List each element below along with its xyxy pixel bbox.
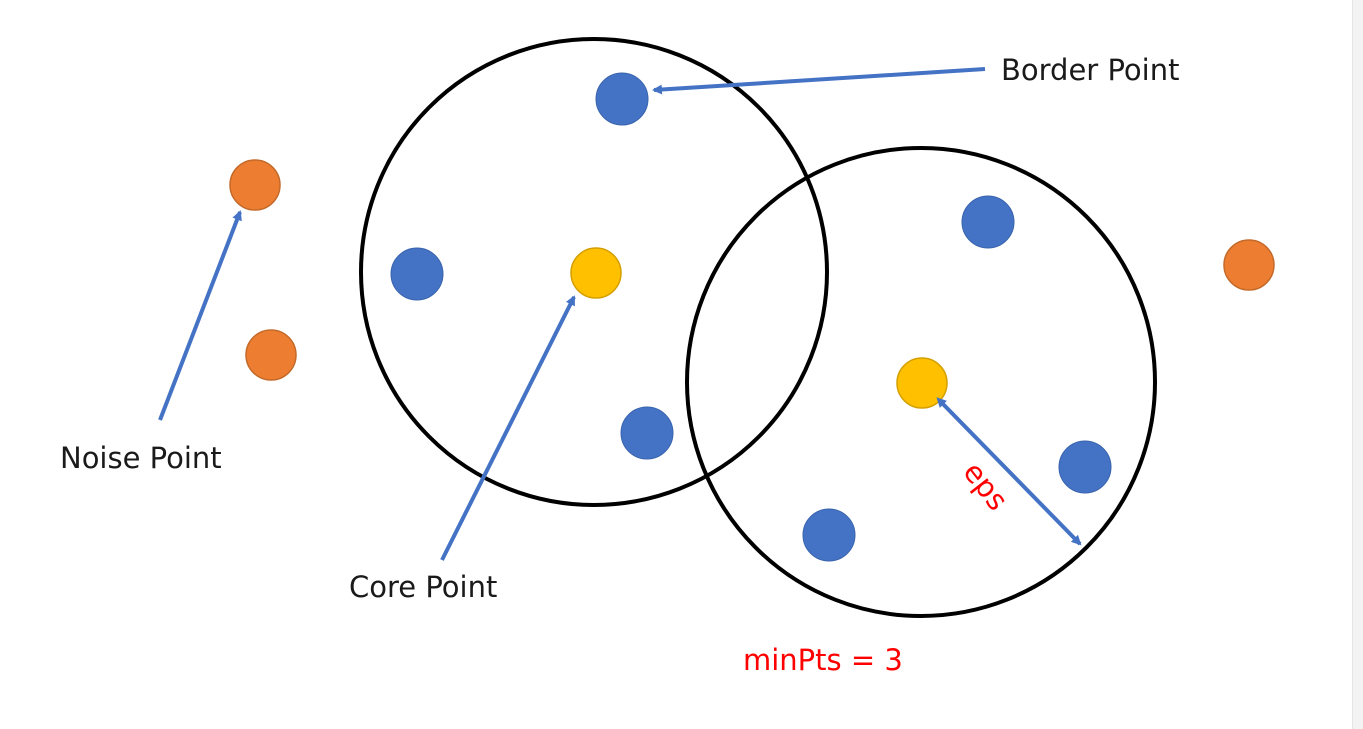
noise-point <box>245 329 297 381</box>
border-point <box>802 508 856 562</box>
eps-label: eps <box>956 455 1014 516</box>
scrollbar-track[interactable] <box>1352 0 1363 729</box>
border-point <box>390 247 444 301</box>
eps-neighborhood-circle-right <box>685 146 1157 618</box>
border-point-arrow <box>652 67 986 95</box>
border-point-label: Border Point <box>1001 53 1179 87</box>
core-point <box>896 357 948 409</box>
eps-double-arrow <box>936 397 1082 546</box>
border-point <box>620 406 674 460</box>
noise-point <box>229 159 281 211</box>
noise-point-arrow <box>158 210 242 421</box>
eps-neighborhood-circle-left <box>359 37 829 507</box>
core-point-arrow <box>440 295 576 561</box>
border-point <box>961 195 1015 249</box>
border-point <box>1058 440 1112 494</box>
min-pts-label: minPts = 3 <box>743 643 903 677</box>
noise-point <box>1223 239 1275 291</box>
core-point <box>570 247 622 299</box>
border-point <box>595 72 649 126</box>
core-point-label: Core Point <box>349 570 497 604</box>
noise-point-label: Noise Point <box>60 441 222 475</box>
